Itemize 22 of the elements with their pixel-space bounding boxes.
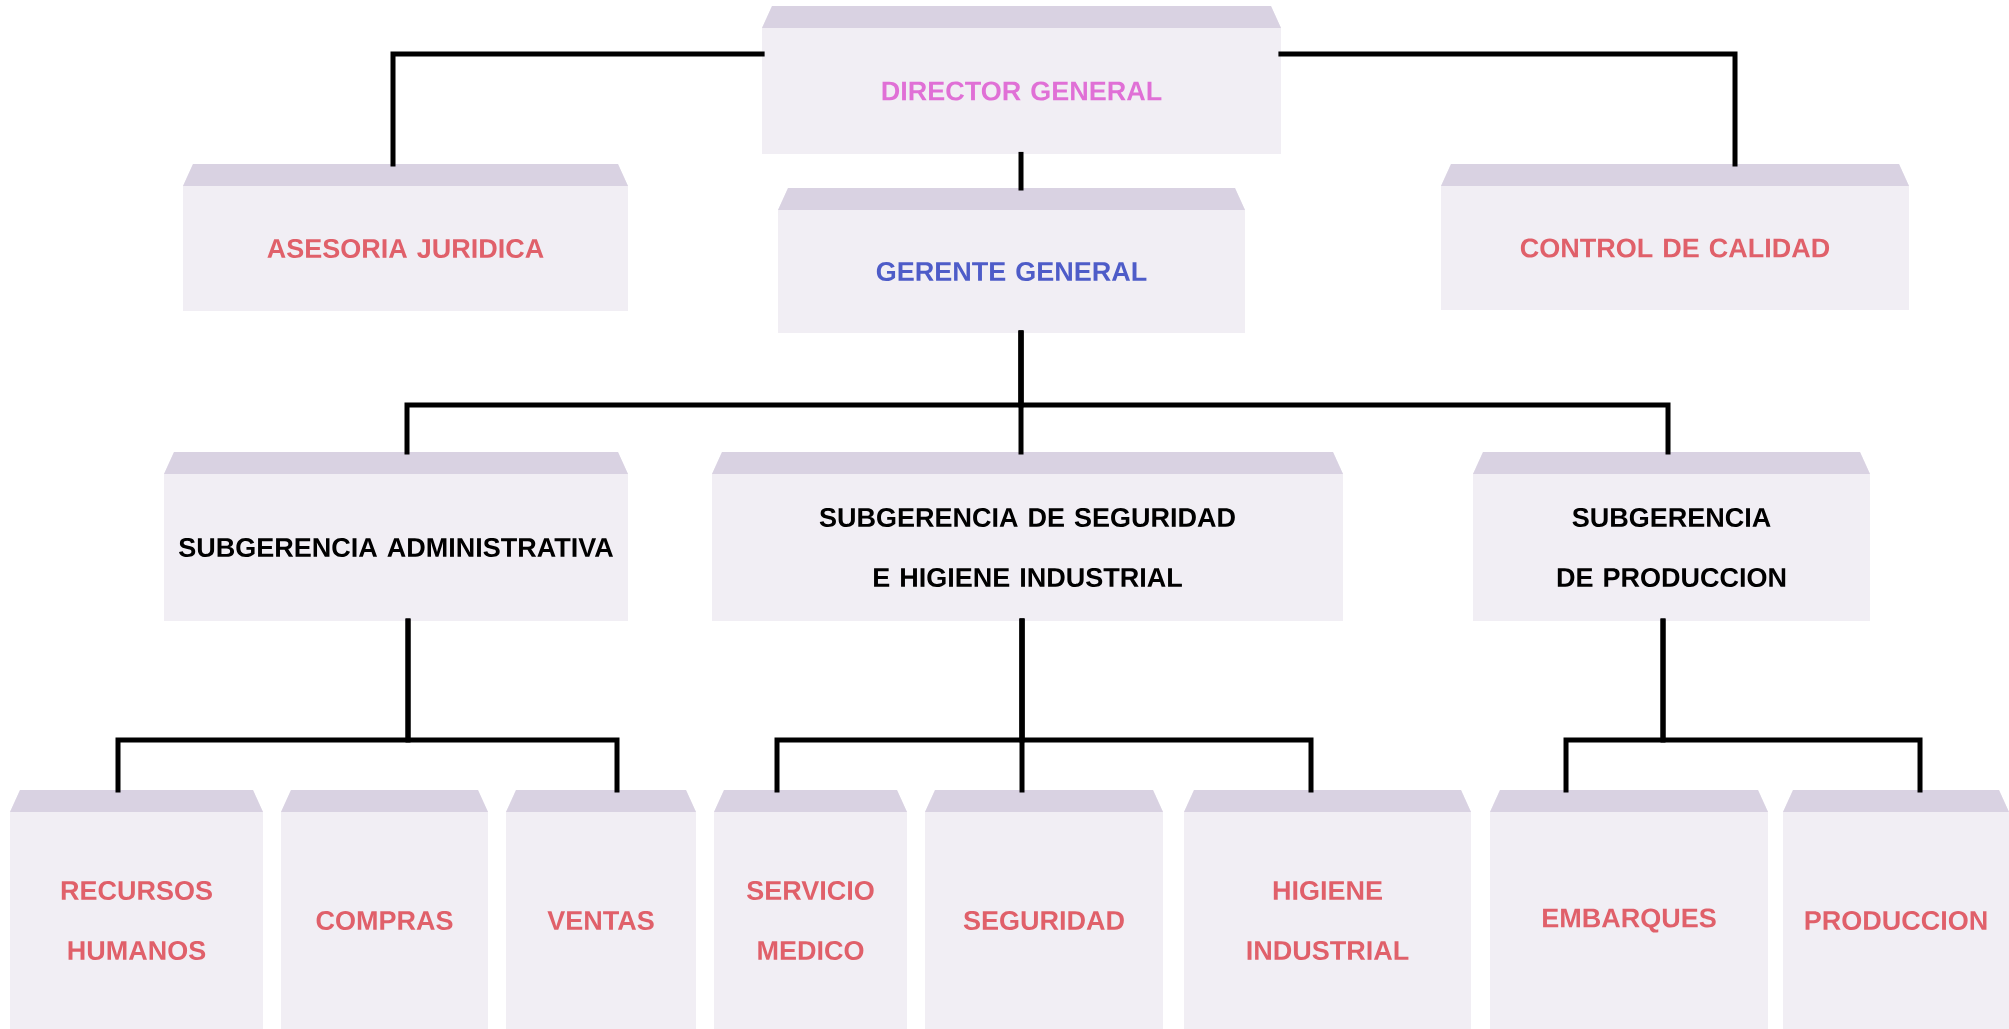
connector-line bbox=[1019, 618, 1314, 793]
org-box: CONTROL DE CALIDAD bbox=[1441, 164, 1909, 310]
org-box: SUBGERENCIA ADMINISTRATIVA bbox=[164, 452, 628, 621]
org-box: ASESORIA JURIDICA bbox=[183, 164, 628, 311]
connector-line bbox=[390, 51, 765, 167]
org-box: COMPRAS bbox=[281, 790, 488, 1029]
org-box: EMBARQUES bbox=[1490, 790, 1768, 1029]
org-box: PRODUCCION bbox=[1783, 790, 2009, 1029]
org-box: RECURSOS HUMANOS bbox=[10, 790, 263, 1029]
org-box: SERVICIO MEDICO bbox=[714, 790, 907, 1029]
org-box: HIGIENE INDUSTRIAL bbox=[1184, 790, 1471, 1029]
org-box: SUBGERENCIA DE SEGURIDAD E HIGIENE INDUSTRIAL bbox=[712, 452, 1343, 621]
connector-line bbox=[1018, 330, 1671, 455]
connector-line bbox=[405, 618, 620, 793]
connector-line bbox=[1018, 151, 1024, 191]
org-box: SUBGERENCIA DE PRODUCCION bbox=[1473, 452, 1870, 621]
connector-line bbox=[1278, 51, 1738, 167]
org-box: DIRECTOR GENERAL bbox=[762, 6, 1281, 154]
org-box: SEGURIDAD bbox=[925, 790, 1163, 1029]
connector-line bbox=[1660, 618, 1923, 793]
org-box: GERENTE GENERAL bbox=[778, 188, 1245, 333]
org-box: VENTAS bbox=[506, 790, 696, 1029]
